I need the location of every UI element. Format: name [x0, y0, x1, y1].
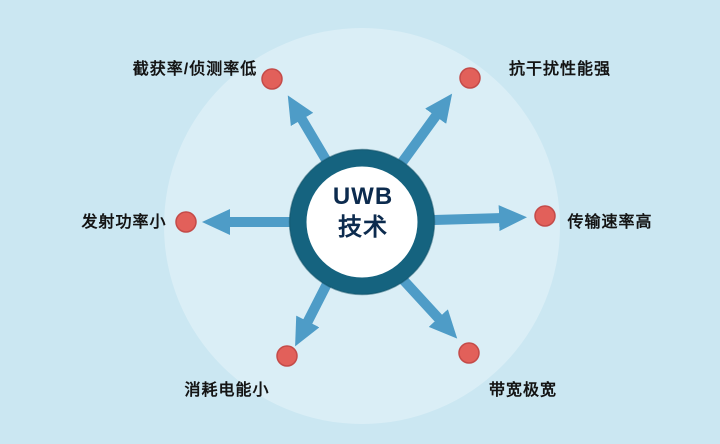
center-label-line2: 技术	[338, 214, 388, 242]
center-circle-fill	[305, 165, 419, 279]
feature-label-anti-interference: 抗干扰性能强	[508, 61, 611, 78]
feature-label-very-wide-bandwidth: 带宽极宽	[488, 382, 557, 399]
dot-top-right	[459, 67, 481, 89]
arrow-top-right	[393, 93, 453, 171]
endpoint-dots	[175, 67, 556, 367]
arrows	[202, 93, 527, 347]
dot-right	[534, 205, 556, 227]
center-label: UWB 技术	[302, 181, 424, 243]
center-ring	[289, 149, 435, 295]
feature-label-low-interception-rate: 截获率/侦测率低	[132, 61, 258, 78]
dot-left	[175, 211, 197, 233]
dot-bottom-right	[458, 342, 480, 364]
feature-label-low-power-consumption: 消耗电能小	[184, 382, 270, 399]
arrow-right	[433, 205, 527, 232]
dot-bottom-left	[276, 345, 298, 367]
feature-label-high-transmission-rate: 传输速率高	[567, 214, 653, 231]
dot-top-left	[261, 68, 283, 90]
center-label-line1: UWB	[332, 183, 394, 210]
feature-label-low-transmit-power: 发射功率小	[81, 214, 167, 231]
center-ring-outline	[288, 148, 436, 296]
